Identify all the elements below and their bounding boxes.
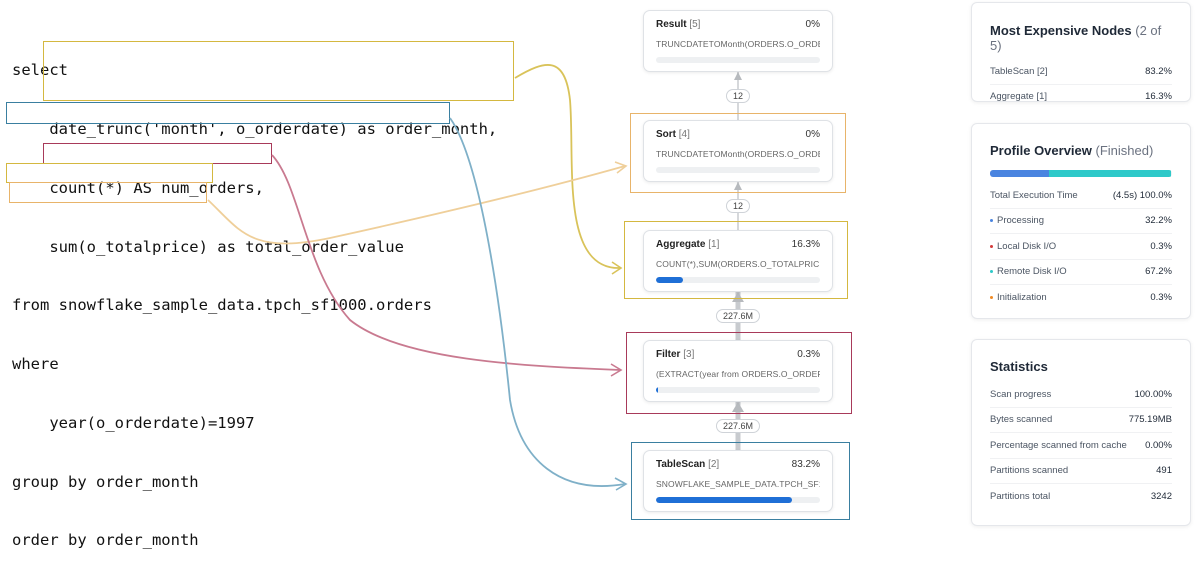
- sql-line: where: [12, 355, 59, 374]
- node-percent: 0.3%: [797, 349, 820, 360]
- remote-io-dot-icon: [990, 270, 993, 274]
- row-value: 83.2%: [1145, 65, 1172, 77]
- node-count: [2]: [708, 459, 720, 470]
- node-percent: 0%: [805, 129, 820, 140]
- filter-frame: [626, 332, 852, 414]
- panel-title: Profile Overview (Finished): [990, 143, 1154, 158]
- processing-dot-icon: [990, 219, 993, 223]
- sql-line: date_trunc('month', o_orderdate) as orde…: [12, 119, 498, 138]
- node-count: [4]: [678, 129, 690, 140]
- node-progress-bar: [656, 57, 820, 63]
- sql-line: select: [12, 61, 68, 80]
- node-progress-bar: [656, 277, 820, 283]
- node-progress-bar: [656, 387, 820, 393]
- sql-line: from snowflake_sample_data.tpch_sf1000.o…: [12, 296, 432, 315]
- node-expression: SNOWFLAKE_SAMPLE_DATA.TPCH_SF1...: [656, 479, 820, 489]
- node-expression: TRUNCDATETOMonth(ORDERS.O_ORDE...: [656, 149, 820, 159]
- expensive-node-row[interactable]: TableScan [2] 83.2%: [990, 59, 1172, 84]
- node-percent: 16.3%: [791, 239, 820, 250]
- node-name: Aggregate: [656, 239, 706, 250]
- node-count: [3]: [683, 349, 695, 360]
- execution-time-bar: [990, 170, 1172, 177]
- row-label: Aggregate [1]: [990, 91, 1048, 103]
- sql-line: sum(o_totalprice) as total_order_value: [12, 237, 404, 256]
- total-execution-time-row: Total Execution Time(4.5s) 100.0%: [990, 189, 1172, 201]
- node-name: Sort: [656, 129, 676, 140]
- row-label: TableScan [2]: [990, 65, 1048, 77]
- node-tablescan[interactable]: TableScan [2] 83.2% SNOWFLAKE_SAMPLE_DATA…: [643, 450, 833, 512]
- panel-title: Statistics: [990, 359, 1048, 374]
- node-expression: (EXTRACT(year from ORDERS.O_ORDER...: [656, 369, 820, 379]
- row-value: 16.3%: [1145, 91, 1172, 103]
- sql-line: count(*) AS num_orders,: [12, 178, 264, 197]
- node-result[interactable]: Result [5] 0% TRUNCDATETOMonth(ORDERS.O_O…: [643, 10, 833, 72]
- expensive-node-row[interactable]: Aggregate [1] 16.3%: [990, 83, 1172, 110]
- node-name: TableScan: [656, 459, 706, 470]
- edge-row-count: 227.6M: [715, 419, 761, 433]
- edge-row-count: 12: [725, 199, 751, 213]
- node-progress-fill: [656, 387, 658, 393]
- aggregate-frame: [624, 221, 848, 299]
- node-percent: 83.2%: [791, 459, 820, 470]
- sql-query: select date_trunc('month', o_orderdate) …: [12, 22, 497, 571]
- bar-segment-remote-io: [1048, 170, 1171, 177]
- node-expression: TRUNCDATETOMonth(ORDERS.O_ORDE...: [656, 39, 820, 49]
- sql-line: order by order_month: [12, 531, 199, 550]
- node-filter[interactable]: Filter [3] 0.3% (EXTRACT(year from ORDERS…: [643, 340, 833, 402]
- node-progress-bar: [656, 167, 820, 173]
- select-highlight: [43, 41, 514, 101]
- edge-row-count: 12: [725, 89, 751, 103]
- node-aggregate[interactable]: Aggregate [1] 16.3% COUNT(*),SUM(ORDERS.O…: [643, 230, 833, 292]
- profile-overview-panel: Profile Overview (Finished) Total Execut…: [971, 123, 1191, 319]
- node-name: Filter: [656, 349, 681, 360]
- node-count: [1]: [708, 239, 720, 250]
- node-progress-fill: [656, 497, 793, 503]
- most-expensive-nodes-panel: Most Expensive Nodes (2 of 5) TableScan …: [971, 2, 1191, 102]
- tablescan-frame: [631, 442, 850, 520]
- node-name: Result: [656, 19, 687, 30]
- initialization-dot-icon: [990, 295, 993, 299]
- sql-line: group by order_month: [12, 472, 199, 491]
- node-progress-fill: [656, 277, 683, 283]
- node-expression: COUNT(*),SUM(ORDERS.O_TOTALPRICE): [656, 259, 820, 269]
- panel-title: Most Expensive Nodes (2 of 5): [990, 23, 1162, 53]
- node-progress-bar: [656, 497, 820, 503]
- bar-segment-processing: [990, 170, 1049, 177]
- node-sort[interactable]: Sort [4] 0% TRUNCDATETOMonth(ORDERS.O_ORD…: [643, 120, 833, 182]
- node-percent: 0%: [805, 19, 820, 30]
- connector-arrows: [207, 64, 744, 491]
- sql-line: year(o_orderdate)=1997: [12, 413, 255, 432]
- node-count: [5]: [689, 19, 701, 30]
- from-highlight: [6, 102, 450, 124]
- local-io-dot-icon: [990, 244, 993, 248]
- sort-frame: [630, 113, 846, 193]
- order-by-highlight: [9, 182, 207, 203]
- edge-row-count: 227.6M: [715, 309, 761, 323]
